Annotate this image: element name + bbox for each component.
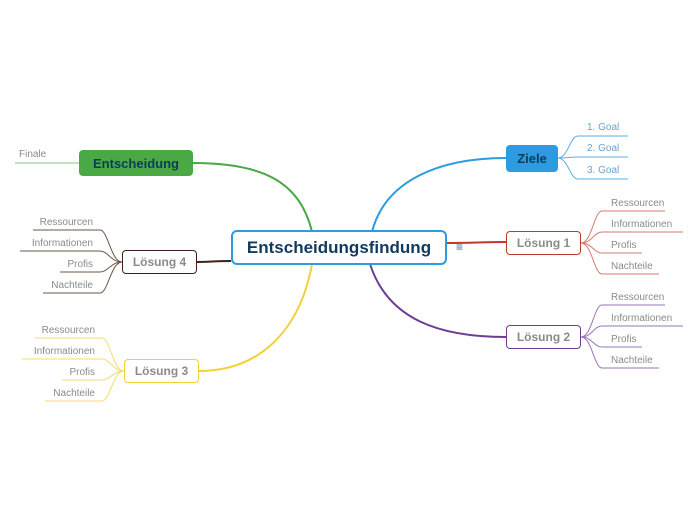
leaf-ziele-goal-3[interactable]: 3. Goal (587, 165, 620, 176)
branch-entscheidung[interactable]: Entscheidung (79, 150, 193, 176)
leaf-connectors-loesung3 (22, 337, 125, 402)
leaf-loesung1-informationen[interactable]: Informationen (611, 219, 673, 230)
leaf-ziele-goal-1[interactable]: 1. Goal (587, 122, 620, 133)
leaf-loesung2-nachteile[interactable]: Nachteile (611, 355, 653, 366)
central-topic[interactable]: Entscheidungsfindung (231, 230, 447, 265)
leaf-loesung3-ressourcen[interactable]: Ressourcen (41, 325, 95, 336)
leaf-loesung2-profis[interactable]: Profis (611, 334, 637, 345)
connector-entscheidung (192, 162, 313, 233)
leaf-connectors-ziele (557, 135, 628, 180)
leaf-loesung3-profis[interactable]: Profis (69, 367, 95, 378)
leaf-loesung3-nachteile[interactable]: Nachteile (53, 388, 95, 399)
leaf-loesung4-profis[interactable]: Profis (67, 259, 93, 270)
leaf-loesung3-informationen[interactable]: Informationen (33, 346, 95, 357)
leaf-loesung2-ressourcen[interactable]: Ressourcen (611, 292, 665, 303)
connector-loesung2 (369, 263, 507, 338)
connector-loesung4 (196, 260, 232, 263)
leaf-loesung1-nachteile[interactable]: Nachteile (611, 261, 653, 272)
branch-loesung-4[interactable]: Lösung 4 (122, 250, 197, 274)
leaf-ziele-goal-2[interactable]: 2. Goal (587, 143, 620, 154)
leaf-loesung4-nachteile[interactable]: Nachteile (51, 280, 93, 291)
connector-loesung3 (198, 263, 313, 372)
leaf-entscheidung-finale[interactable]: Finale (19, 149, 47, 160)
branch-loesung-2[interactable]: Lösung 2 (506, 325, 581, 349)
leaf-loesung1-profis[interactable]: Profis (611, 240, 637, 251)
leaf-connectors-loesung4 (20, 229, 123, 294)
leaf-connectors-loesung2 (580, 304, 683, 369)
leaf-connectors-loesung1 (580, 210, 683, 275)
branch-loesung-1[interactable]: Lösung 1 (506, 231, 581, 255)
connector-loesung1 (446, 241, 507, 244)
menu-icon[interactable]: ≡ (456, 240, 464, 254)
branch-loesung-3[interactable]: Lösung 3 (124, 359, 199, 383)
connector-ziele (371, 157, 507, 233)
leaf-loesung1-ressourcen[interactable]: Ressourcen (611, 198, 665, 209)
branch-ziele[interactable]: Ziele (506, 145, 558, 172)
leaf-loesung4-ressourcen[interactable]: Ressourcen (39, 217, 93, 228)
leaf-loesung4-informationen[interactable]: Informationen (31, 238, 93, 249)
leaf-loesung2-informationen[interactable]: Informationen (611, 313, 673, 324)
